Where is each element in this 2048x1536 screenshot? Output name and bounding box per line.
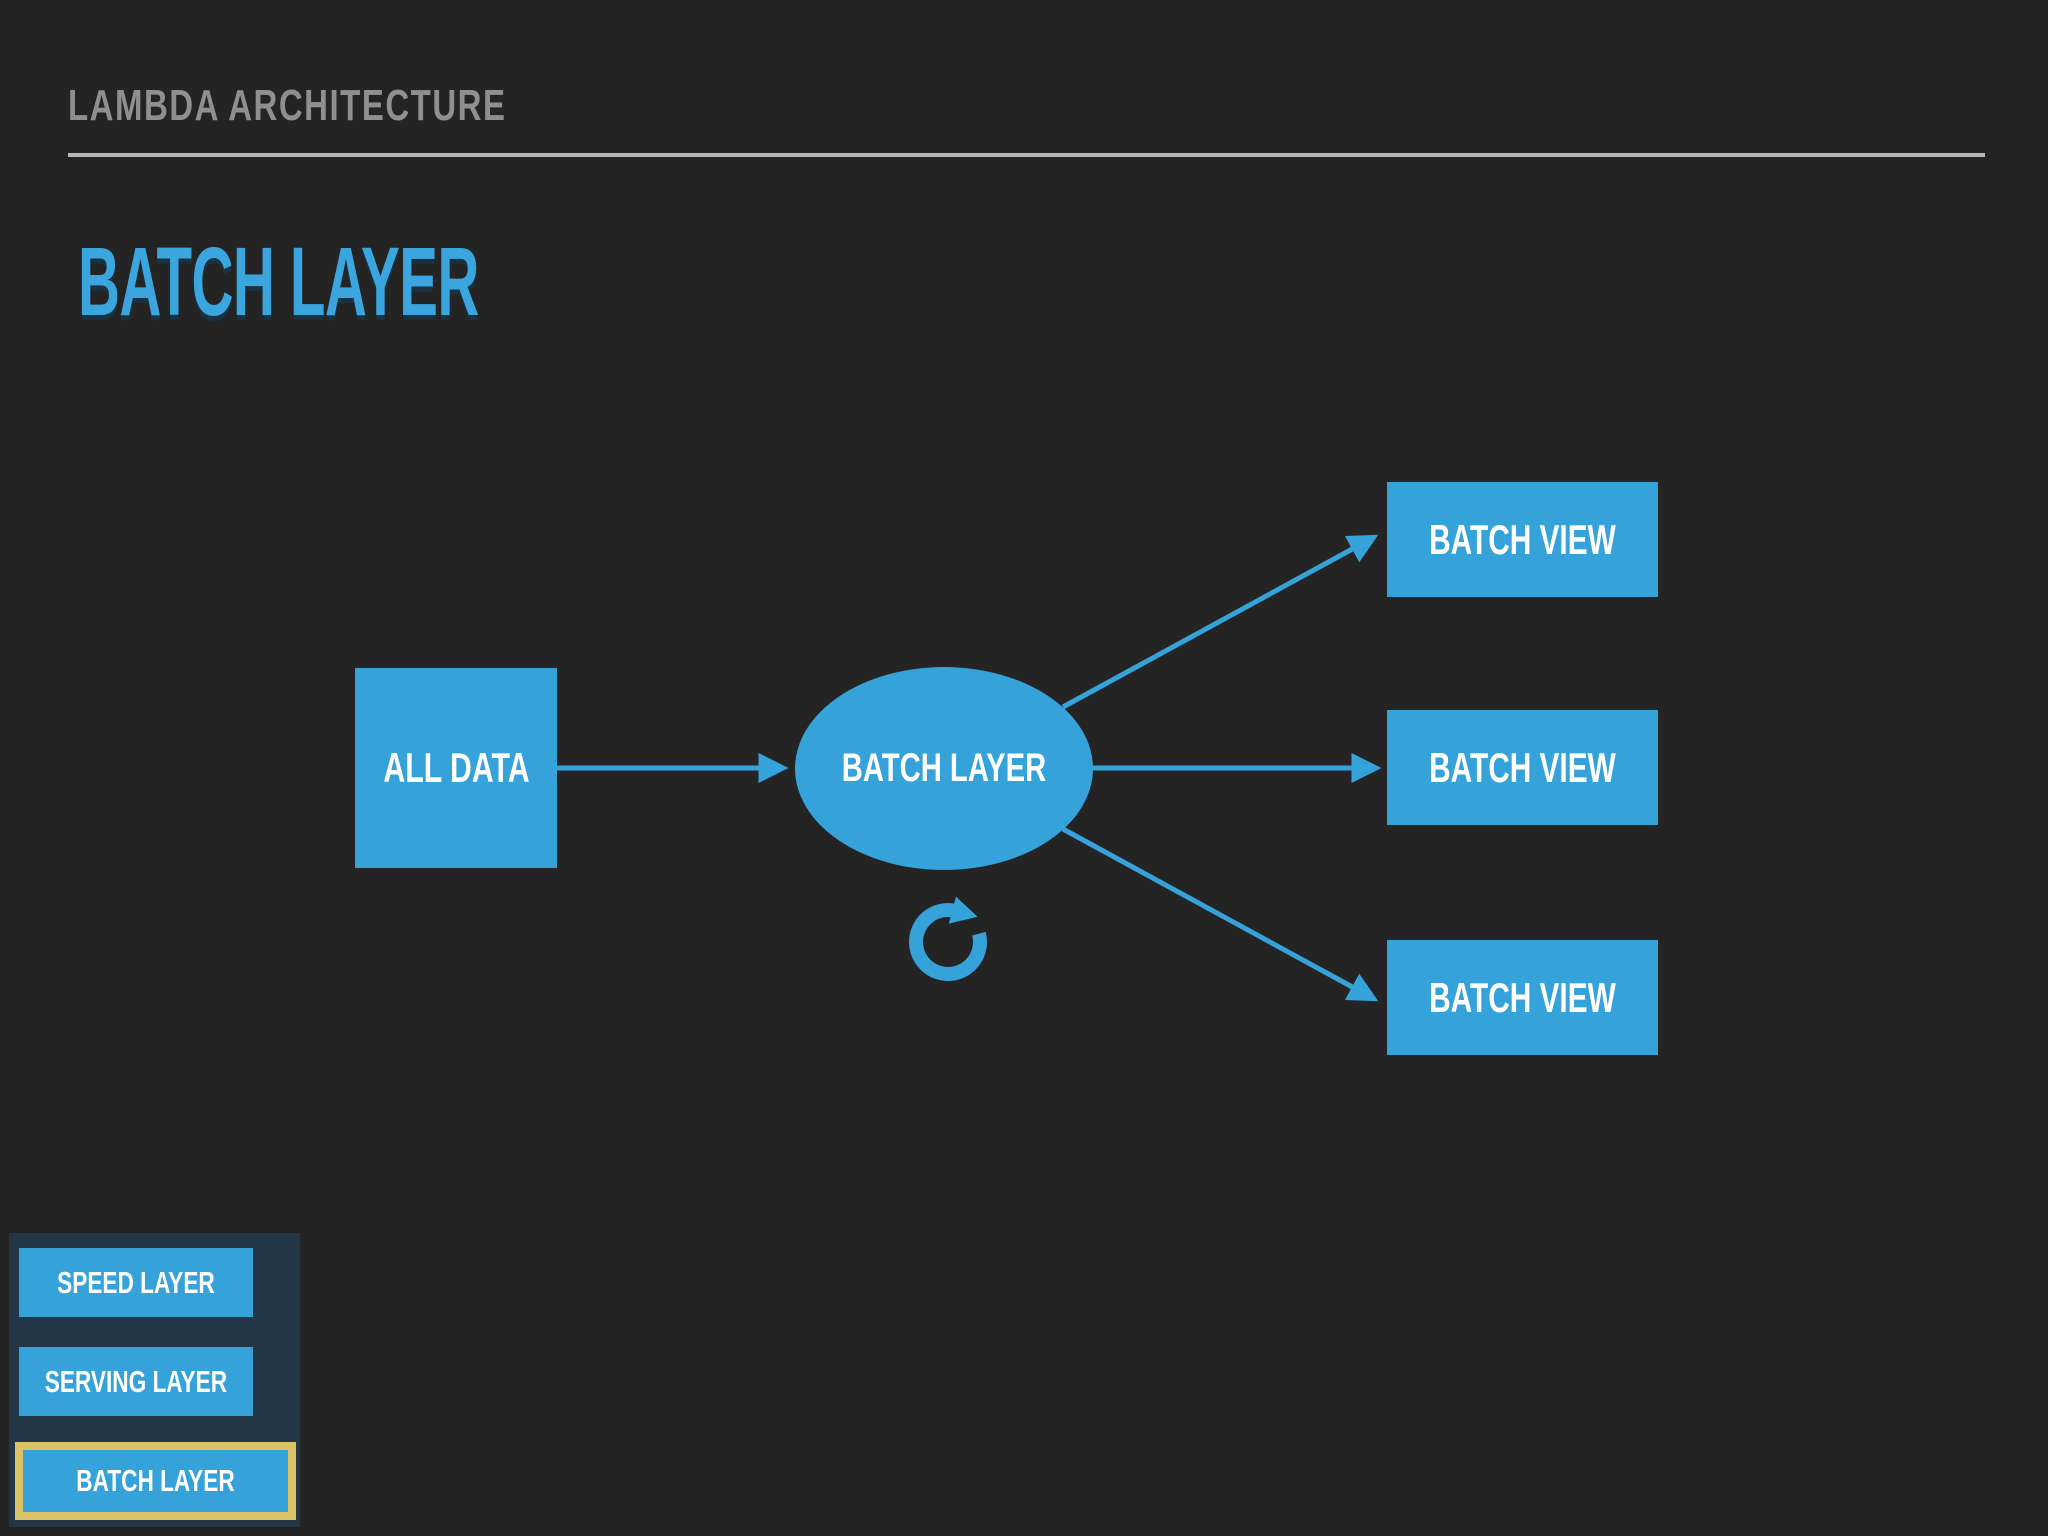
node-batch-layer-label: BATCH LAYER xyxy=(841,746,1047,790)
node-batch-view-2-label: BATCH VIEW xyxy=(1429,743,1616,791)
node-batch-view-1-label: BATCH VIEW xyxy=(1429,515,1616,563)
node-batch-layer: BATCH LAYER xyxy=(795,667,1093,870)
node-batch-view-3: BATCH VIEW xyxy=(1387,940,1658,1055)
node-batch-view-1: BATCH VIEW xyxy=(1387,482,1658,597)
legend-item-batch-layer-label: BATCH LAYER xyxy=(76,1463,235,1498)
node-batch-view-3-label: BATCH VIEW xyxy=(1429,973,1616,1021)
node-batch-view-2: BATCH VIEW xyxy=(1387,710,1658,825)
arrow-batchlayer-to-batchview-bottom xyxy=(1061,826,1379,1002)
legend-item-speed-layer[interactable]: SPEED LAYER xyxy=(19,1248,253,1317)
slide-header-title: LAMBDA ARCHITECTURE xyxy=(68,84,653,128)
slide-header-text: LAMBDA ARCHITECTURE xyxy=(68,81,507,130)
refresh-icon xyxy=(909,896,987,981)
legend-item-serving-layer-label: SERVING LAYER xyxy=(44,1363,228,1399)
node-all-data: ALL DATA xyxy=(355,668,557,868)
node-all-data-label: ALL DATA xyxy=(382,744,530,791)
arrow-batchlayer-to-batchview-top xyxy=(1061,534,1379,710)
legend-item-batch-layer-selected[interactable]: BATCH LAYER xyxy=(15,1442,296,1520)
page-title-text: BATCH LAYER xyxy=(78,227,479,336)
legend-item-serving-layer[interactable]: SERVING LAYER xyxy=(19,1347,253,1416)
legend-panel: SPEED LAYER SERVING LAYER BATCH LAYER xyxy=(9,1233,300,1527)
page-title: BATCH LAYER xyxy=(78,233,746,330)
header-divider xyxy=(68,153,1985,157)
legend-item-speed-layer-label: SPEED LAYER xyxy=(57,1264,215,1300)
